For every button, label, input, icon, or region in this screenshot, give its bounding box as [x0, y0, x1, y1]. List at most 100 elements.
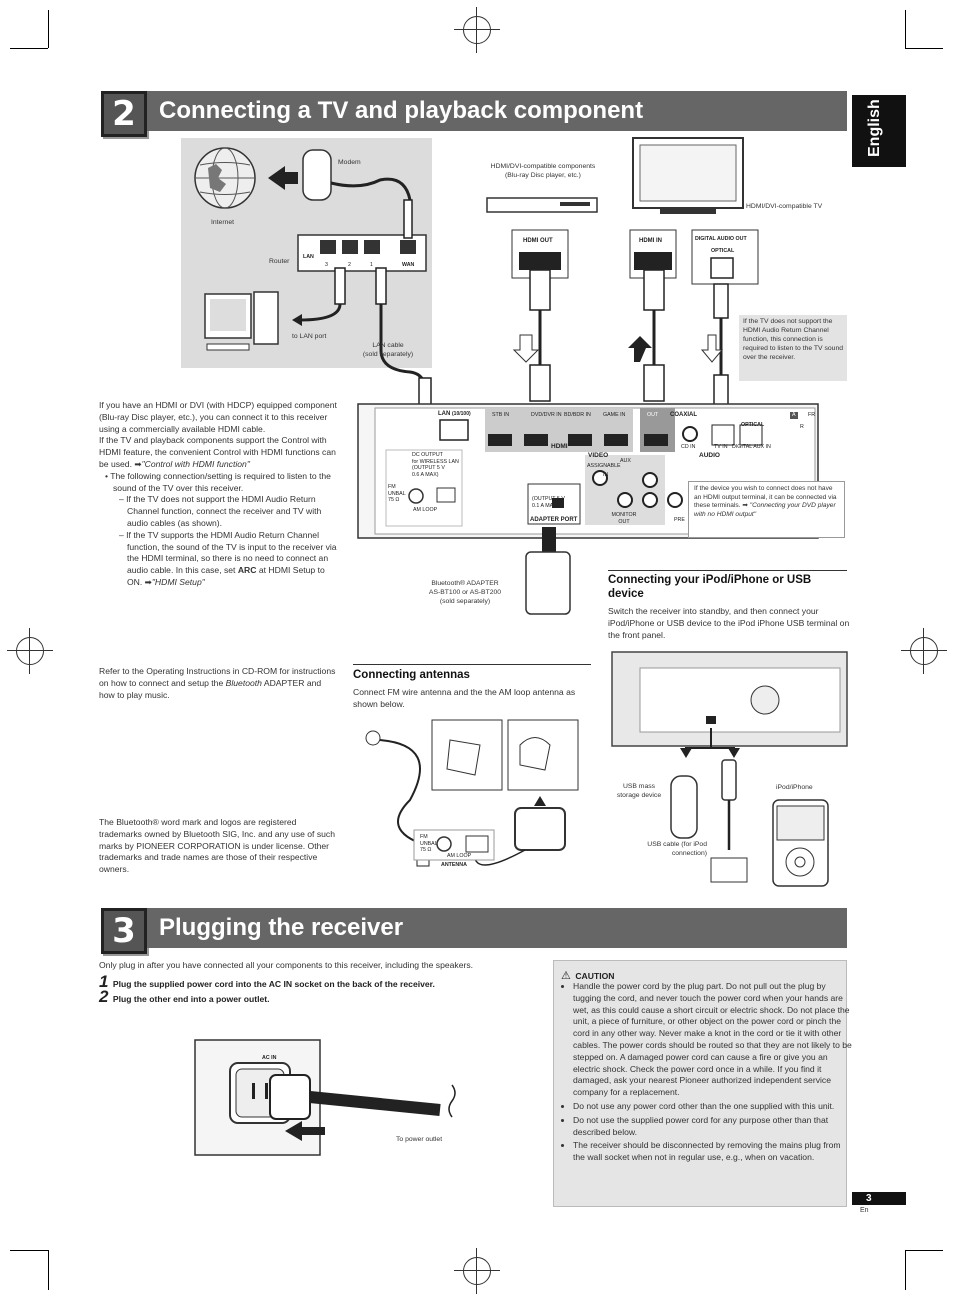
- ipod-text: Switch the receiver into standby, and th…: [608, 606, 850, 640]
- r-label: R: [800, 424, 804, 430]
- arrow-icon: [285, 1121, 325, 1141]
- crop-mark: [905, 48, 943, 49]
- page-number: 3: [852, 1192, 906, 1205]
- bluetooth-text-a: Refer to the Operating Instructions in C…: [99, 666, 336, 688]
- adapter-port-label: ADAPTER PORT: [530, 517, 578, 523]
- step-2: 2 Plug the other end into a power outlet…: [99, 987, 539, 1007]
- am-loop-antenna-icon: [514, 807, 566, 851]
- hdmi-out-label: HDMI OUT: [523, 238, 553, 244]
- tv-in-label: TV IN: [714, 444, 728, 450]
- optical-label: OPTICAL: [711, 248, 735, 254]
- optical-panel-label: OPTICAL: [741, 422, 765, 428]
- crop-mark: [10, 1250, 48, 1251]
- router-port-2: 2: [348, 262, 351, 268]
- lan-port-name: LAN: [438, 411, 451, 417]
- audio-label: AUDIO: [699, 452, 720, 459]
- section-title: Plugging the receiver: [147, 908, 847, 948]
- internet-label: Internet: [211, 219, 235, 226]
- to-lan-port-label: to LAN port: [292, 333, 327, 340]
- caution-item: Do not use the supplied power cord for a…: [573, 1115, 853, 1139]
- pencil-ref-icon: ➡: [144, 576, 152, 587]
- hdmi-dash-2-text-b: at HDMI Setup to ON.: [127, 565, 325, 587]
- to-power-outlet-label: To power outlet: [396, 1136, 443, 1143]
- bluetooth-italic: Bluetooth: [225, 677, 262, 688]
- aux-label: AUX: [620, 458, 631, 464]
- usb-stick-icon: [670, 775, 698, 839]
- antenna-fm-label: FM UNBAL 75 Ω: [420, 834, 438, 853]
- pencil-ref-icon: ➡: [134, 458, 142, 469]
- section-number: 2: [101, 91, 147, 137]
- step-text: Plug the supplied power cord into the AC…: [112, 979, 435, 989]
- bluetooth-adapter-icon: [525, 551, 571, 615]
- crop-mark: [48, 1250, 49, 1290]
- lan-cable-label: LAN cable (sold separately): [362, 342, 414, 358]
- caution-item: Do not use any power cord other than the…: [573, 1101, 853, 1113]
- antennas-rule: [353, 664, 591, 665]
- ipod-heading: Connecting your iPod/iPhone or USB devic…: [608, 574, 812, 600]
- antennas-text: Connect FM wire antenna and the the AM l…: [353, 687, 576, 709]
- router-port-3: 3: [325, 262, 328, 268]
- digital-aux-in-label: DIGITAL AUX IN: [732, 444, 771, 450]
- cd-in-label: CD IN: [681, 444, 696, 450]
- step-number: 1: [99, 972, 109, 991]
- section-number: 3: [101, 908, 147, 954]
- monitor-out-label: MONITOR OUT: [611, 512, 637, 525]
- tv-note: If the TV does not support the HDMI Audi…: [739, 315, 847, 381]
- caution-header: ⚠ CAUTION: [561, 966, 614, 984]
- registration-mark: [901, 628, 947, 674]
- power-plug-diagram: [194, 1039, 456, 1156]
- computer-icon: [204, 291, 279, 351]
- hdmi-intro-text: If you have an HDMI or DVI (with HDCP) e…: [99, 400, 339, 589]
- antennas-heading: Connecting antennas: [353, 669, 470, 681]
- assignable-label: ASSIGNABLE: [587, 463, 621, 469]
- registration-mark: [454, 1248, 500, 1294]
- pencil-ref-icon: ➡: [742, 502, 748, 510]
- bluetooth-text-b: ADAPTER and how to play music.: [99, 677, 322, 700]
- arrow-icon: [268, 166, 298, 190]
- fm-unbal-label: FM UNBAL 75 Ω: [388, 484, 406, 503]
- hdmi-in-label: HDMI IN: [639, 238, 662, 244]
- hdmi-out-port: OUT: [647, 412, 659, 418]
- hdmi-bullet-text: The following connection/setting is requ…: [110, 470, 331, 493]
- crop-mark: [905, 10, 906, 48]
- hdmi-paragraph-2: If the TV and playback components suppor…: [99, 435, 339, 470]
- dvd-note-text: If the device you wish to connect does n…: [694, 485, 837, 510]
- router-port-1: 1: [370, 262, 373, 268]
- zone-a-label: A: [790, 412, 798, 419]
- digital-audio-out-label: DIGITAL AUDIO OUT: [695, 236, 747, 242]
- hdmi-p2-ref: "Control with HDMI function": [141, 458, 250, 469]
- crop-mark: [905, 1250, 906, 1290]
- ipod-rule: [608, 570, 847, 571]
- registration-mark: [7, 628, 53, 674]
- dvd-note-ref: "Connecting your DVD player with no HDMI…: [694, 502, 836, 518]
- step-text: Plug the other end into a power outlet.: [112, 994, 270, 1004]
- video-in-label: IN: [603, 472, 609, 478]
- caution-item: Handle the power cord by the plug part. …: [573, 981, 853, 1099]
- caution-icon: ⚠: [561, 970, 571, 982]
- hdmi-dvd-in: DVD/DVR IN: [531, 412, 562, 418]
- hdmi-paragraph-1: If you have an HDMI or DVI (with HDCP) e…: [99, 400, 337, 434]
- video-label: VIDEO: [588, 452, 609, 459]
- caution-list: Handle the power cord by the plug part. …: [556, 981, 853, 1166]
- crop-mark: [10, 48, 48, 49]
- fr-label: FR: [808, 412, 816, 418]
- bluray-player-icon: [486, 197, 598, 213]
- hdmi-bullet: • The following connection/setting is re…: [105, 470, 331, 493]
- tv-note-text: If the TV does not support the HDMI Audi…: [743, 318, 844, 361]
- modem-label: Modem: [338, 159, 361, 166]
- dvd-note: If the device you wish to connect does n…: [688, 481, 845, 538]
- trademark-text: The Bluetooth® word mark and logos are r…: [99, 817, 335, 875]
- arc-keyword: ARC: [237, 565, 257, 576]
- hdmi-dash-2-ref: "HDMI Setup": [151, 576, 205, 587]
- lan-port-label: LAN (10/100): [438, 411, 471, 418]
- hdmi-components-label: HDMI/DVI-compatible components (Blu-ray …: [490, 163, 596, 179]
- bluetooth-adapter-label: Bluetooth® ADAPTER AS-BT100 or AS-BT200 …: [428, 580, 502, 605]
- hdmi-dash-2: – If the TV supports the HDMI Audio Retu…: [119, 529, 337, 587]
- hdmi-bd-in: BD/BDR IN: [564, 412, 591, 418]
- hdmi-dash-1-text: If the TV does not support the HDMI Audi…: [126, 494, 322, 528]
- antenna-label: ANTENNA: [441, 862, 467, 868]
- caution-title: CAUTION: [575, 971, 615, 981]
- step-1: 1 Plug the supplied power cord into the …: [99, 972, 539, 992]
- ac-in-label: AC IN: [262, 1055, 277, 1061]
- lan-label: LAN: [303, 254, 314, 260]
